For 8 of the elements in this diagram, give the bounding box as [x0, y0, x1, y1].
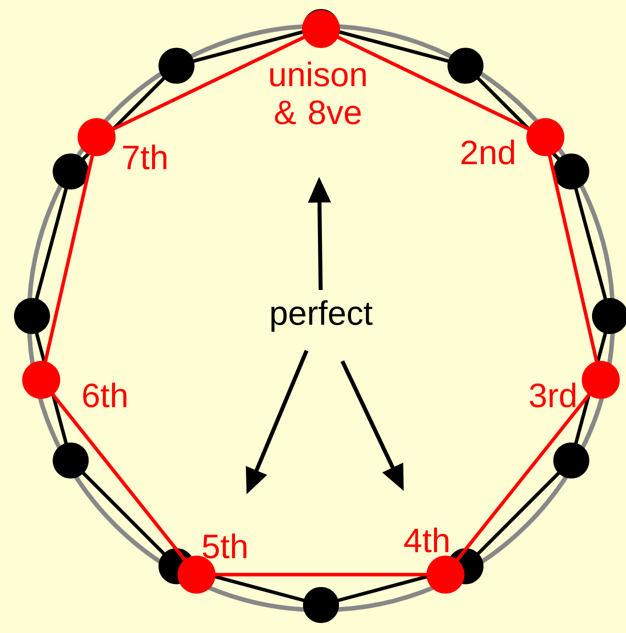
interval-label: 4th: [404, 528, 448, 552]
interval-label: 5th: [202, 534, 246, 558]
interval-label: 7th: [123, 144, 166, 170]
interval-label: unison & 8ve: [270, 62, 366, 124]
category-label: perfect: [271, 300, 372, 332]
interval-label: 6th: [83, 382, 126, 408]
interval-label: 2nd: [461, 140, 514, 164]
interval-label: 3rd: [530, 382, 576, 408]
